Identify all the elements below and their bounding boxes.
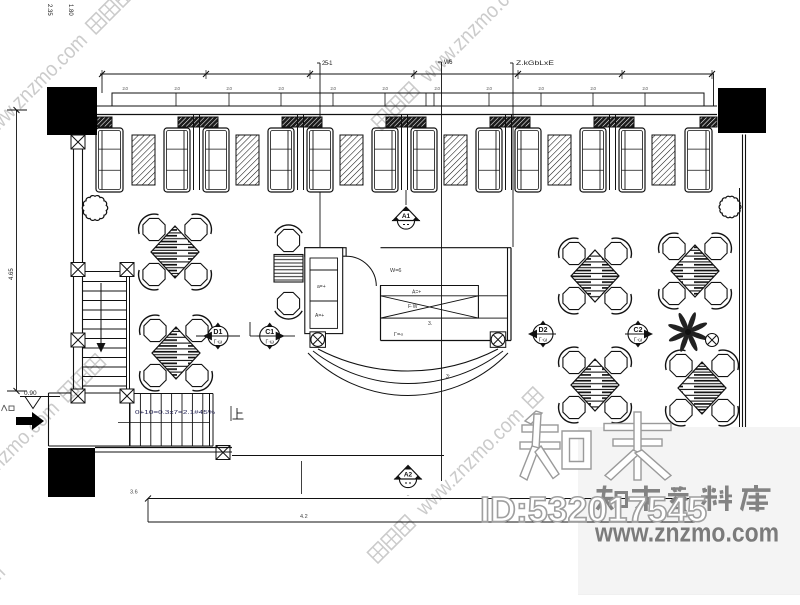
svg-text:Γ·ω: Γ·ω [266,340,274,346]
svg-text:A=+: A=+ [412,290,421,296]
svg-text:2.0: 2.0 [434,86,440,91]
svg-text:C2: C2 [634,327,643,334]
svg-text:Γ=«: Γ=« [394,332,403,338]
svg-text:2.0: 2.0 [226,86,232,91]
svg-text:2.0: 2.0 [122,86,128,91]
svg-text:2.0: 2.0 [382,86,388,91]
svg-text:2.0: 2.0 [486,86,492,91]
svg-text:D2: D2 [539,327,548,334]
svg-text:a=+: a=+ [317,284,326,290]
svg-text:Γ·ω: Γ·ω [539,338,547,344]
svg-text:Γ·ω: Γ·ω [214,340,222,346]
svg-text:4.65: 4.65 [9,268,15,280]
svg-text:A1: A1 [402,213,411,220]
svg-text:ID:532017545: ID:532017545 [480,491,707,530]
svg-text:A=+: A=+ [315,313,324,319]
svg-text:D1: D1 [213,329,222,336]
svg-text:0.90: 0.90 [24,390,37,397]
svg-text:1.80: 1.80 [67,4,73,16]
svg-text:0+10=0.3x7=2.1#45%: 0+10=0.3x7=2.1#45% [135,410,215,416]
svg-text:··: ·· [406,493,410,499]
svg-text:W=6: W=6 [390,268,401,274]
svg-text:2.0: 2.0 [330,86,336,91]
svg-text:3:: 3: [446,374,450,380]
svg-text:4.2: 4.2 [300,514,308,520]
svg-text:2.0: 2.0 [174,86,180,91]
svg-text:Z.kGbLxE: Z.kGbLxE [516,61,554,67]
svg-text:Γ·ω: Γ·ω [634,338,642,344]
svg-text:2.0: 2.0 [538,86,544,91]
svg-text:A2: A2 [404,472,413,479]
svg-text:F·W: F·W [408,304,418,310]
svg-text:3.6: 3.6 [130,490,138,496]
svg-text:25-1: 25-1 [322,61,333,67]
svg-text:C1: C1 [265,329,274,336]
svg-text:W6: W6 [444,60,453,66]
svg-text:3.: 3. [428,321,432,327]
svg-text:2.35: 2.35 [46,4,52,16]
svg-text:www.znzmo.com: www.znzmo.com [594,518,779,548]
svg-text:2.0: 2.0 [278,86,284,91]
svg-text:2.0: 2.0 [590,86,596,91]
svg-text:2.0: 2.0 [642,86,648,91]
